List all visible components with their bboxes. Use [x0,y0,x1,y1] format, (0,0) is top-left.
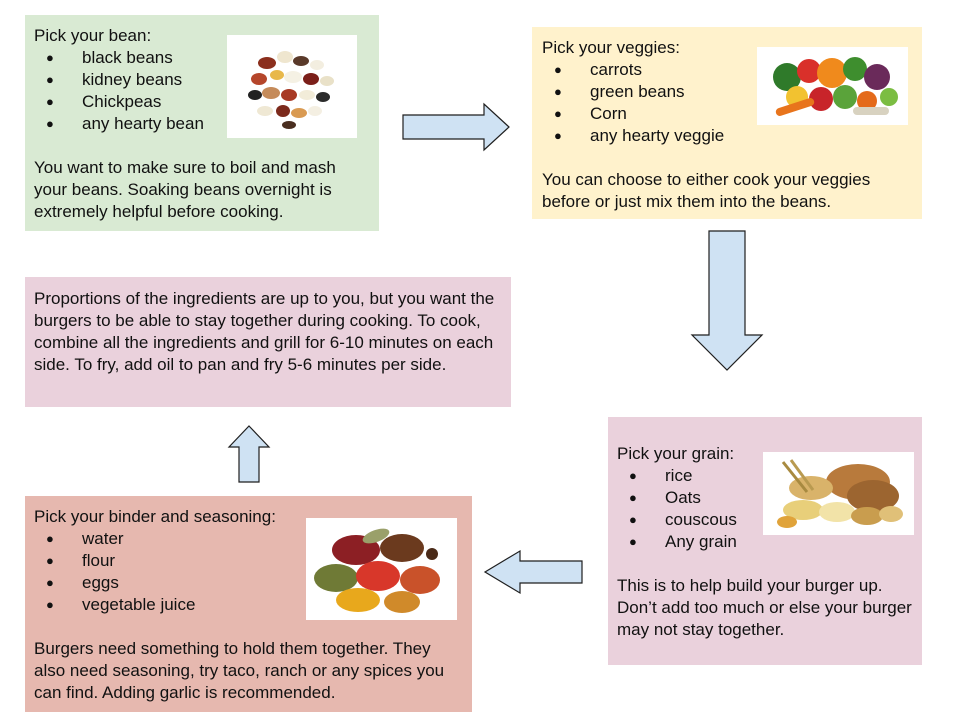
grain-title: Pick your grain: [617,444,735,463]
list-item: couscous [617,509,913,531]
grain-description: This is to help build your burger up. Do… [617,576,912,639]
list-item: Any grain [617,531,913,553]
bean-list: black beans kidney beans Chickpeas any h… [34,47,370,135]
veggies-description: You can choose to either cook your veggi… [542,170,871,211]
veggies-title: Pick your veggies: [542,38,680,57]
list-item: flour [34,550,463,572]
proportions-box: Proportions of the ingredients are up to… [25,277,511,407]
mixed-beans-photo [227,35,357,138]
arrow-up-icon [227,425,271,483]
binder-list: water flour eggs vegetable juice [34,528,463,616]
list-item: black beans [34,47,370,69]
vegetables-photo [757,47,908,125]
list-item: carrots [542,59,912,81]
veggies-list: carrots green beans Corn any hearty vegg… [542,59,912,147]
proportions-text: Proportions of the ingredients are up to… [34,289,495,374]
arrow-left-icon [483,549,583,595]
list-item: Oats [617,487,913,509]
list-item: Corn [542,103,912,125]
grain-list: rice Oats couscous Any grain [617,465,913,553]
binder-title: Pick your binder and seasoning: [34,507,276,526]
arrow-right-icon [402,102,510,152]
binder-description: Burgers need something to hold them toge… [34,639,445,702]
grains-photo [763,452,914,535]
list-item: water [34,528,463,550]
spices-photo [306,518,457,620]
bean-description: You want to make sure to boil and mash y… [34,158,336,221]
list-item: any hearty bean [34,113,370,135]
list-item: green beans [542,81,912,103]
list-item: Chickpeas [34,91,370,113]
bean-title: Pick your bean: [34,26,152,45]
list-item: rice [617,465,913,487]
list-item: kidney beans [34,69,370,91]
list-item: eggs [34,572,463,594]
arrow-down-icon [690,230,764,371]
list-item: any hearty veggie [542,125,912,147]
list-item: vegetable juice [34,594,463,616]
